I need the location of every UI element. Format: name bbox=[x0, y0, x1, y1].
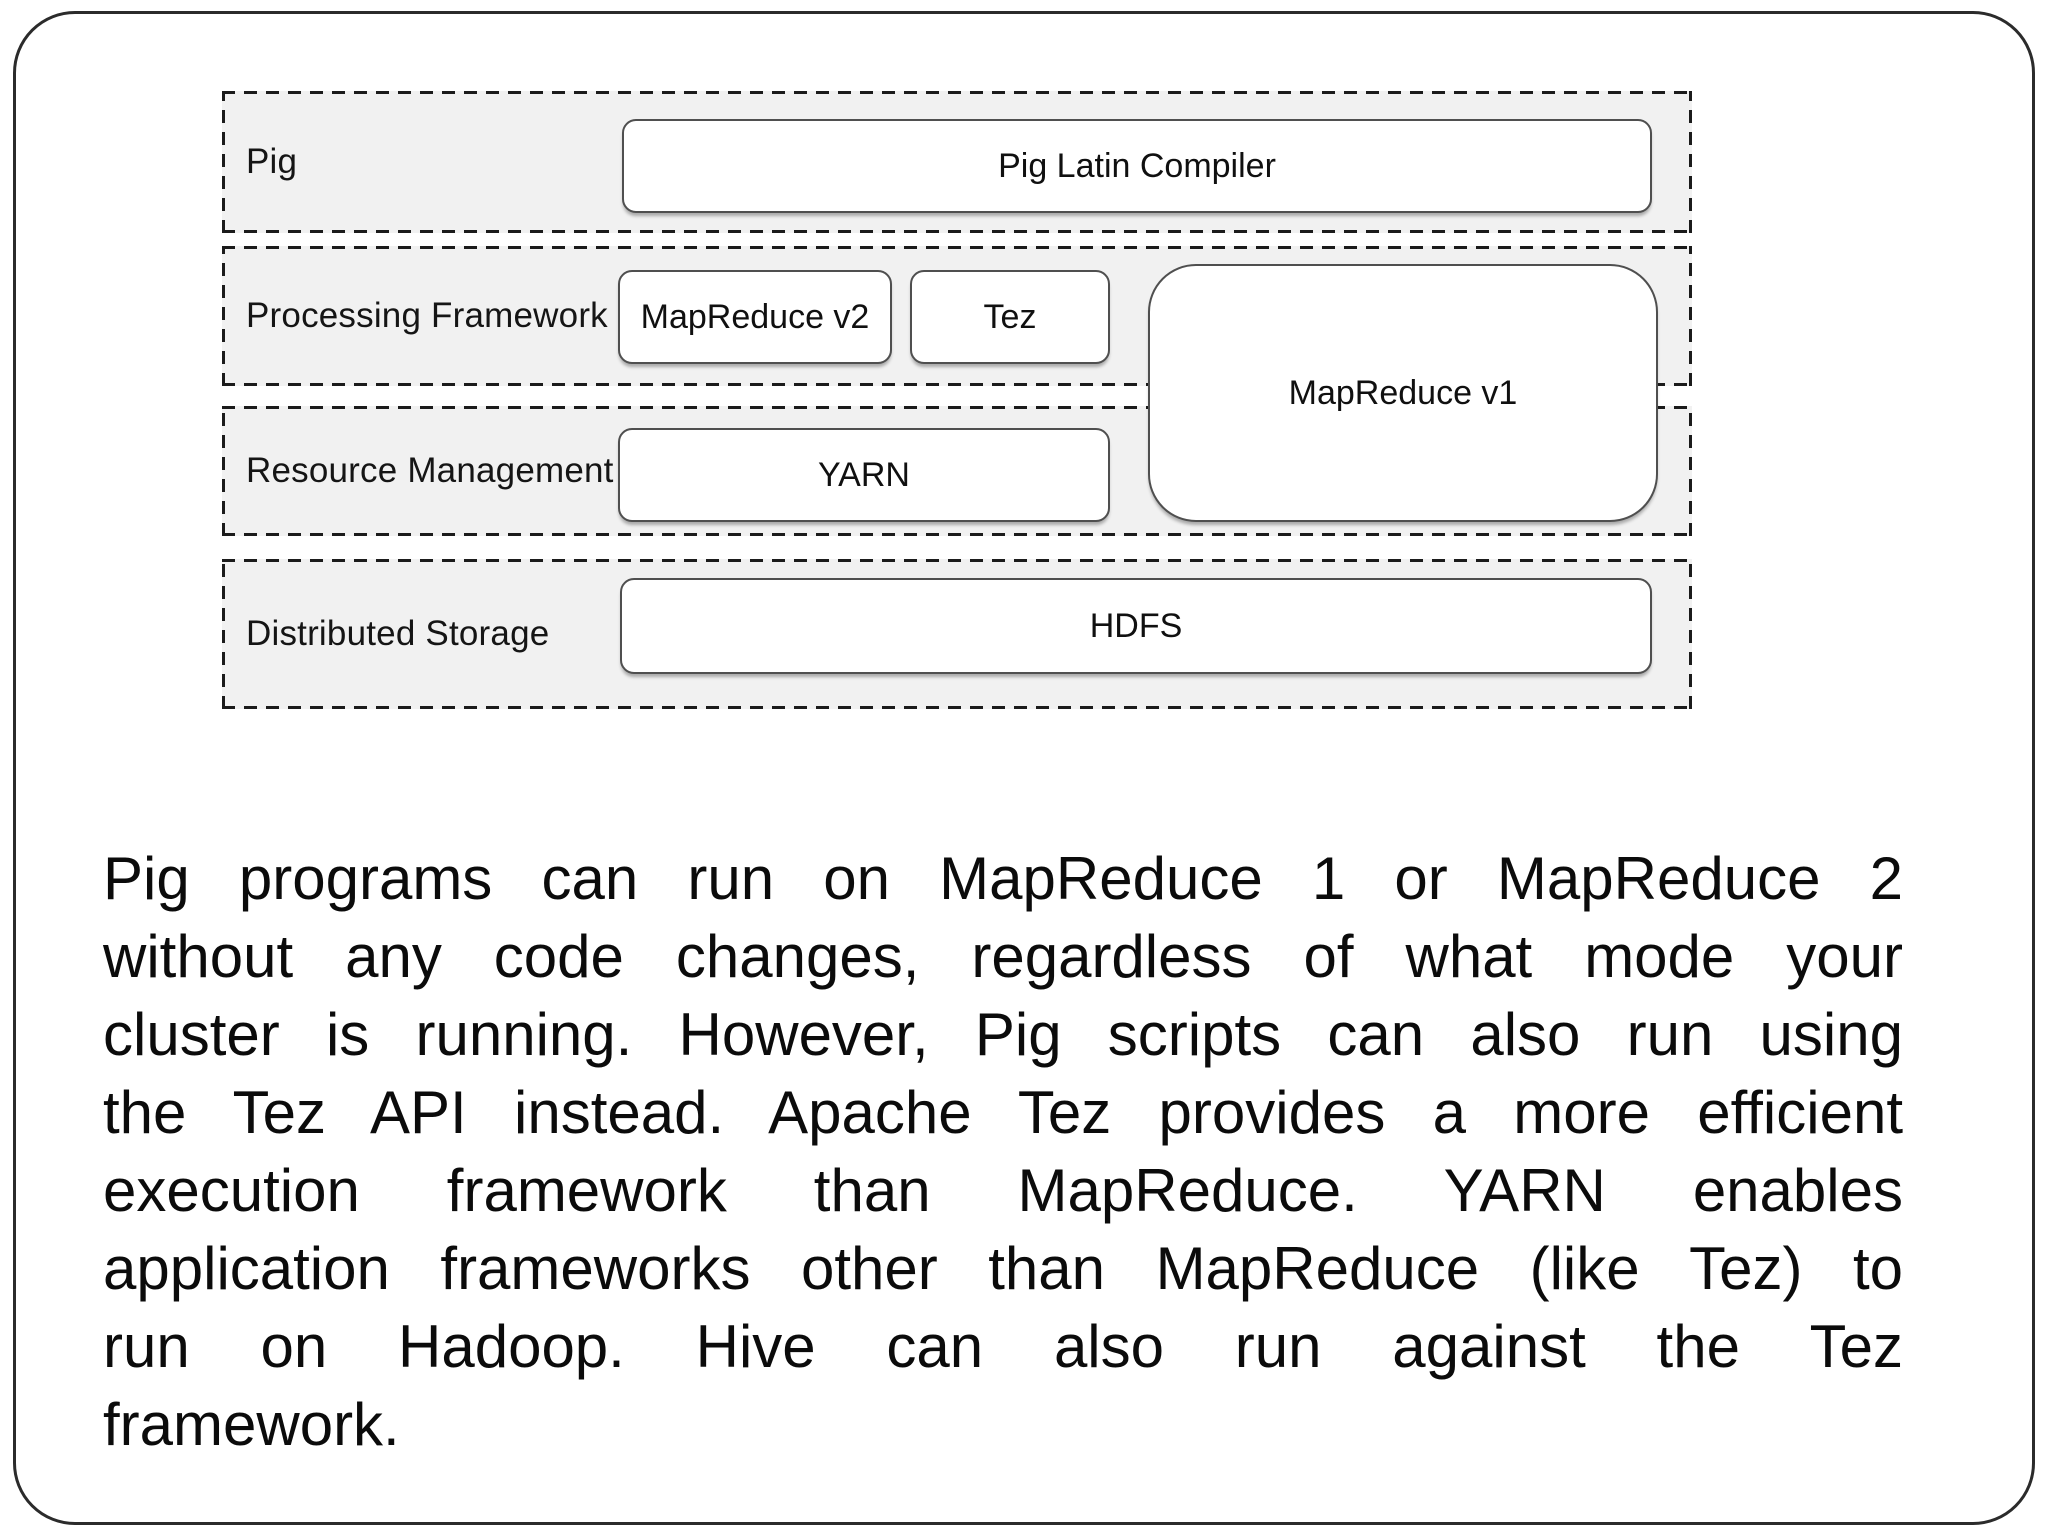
diagram-row-distributed-storage: Distributed Storage HDFS bbox=[222, 559, 1692, 709]
paragraph-line: without any code changes, regardless of … bbox=[103, 923, 1903, 990]
row-label-processing-framework: Processing Framework bbox=[246, 296, 608, 335]
box-label-hdfs: HDFS bbox=[1089, 606, 1183, 645]
diagram-row-processing-framework: Processing Framework MapReduce v2 Tez bbox=[222, 246, 1692, 386]
diagram-row-pig: Pig Pig Latin Compiler bbox=[222, 91, 1692, 233]
description-paragraph: Pig programs can run on MapReduce 1 or M… bbox=[103, 840, 1903, 1464]
box-mapreduce-v1: MapReduce v1 bbox=[1148, 264, 1658, 522]
paragraph-line: execution framework than MapReduce. YARN… bbox=[103, 1157, 1903, 1224]
box-tez: Tez bbox=[910, 270, 1110, 364]
paragraph-line: application frameworks other than MapRed… bbox=[103, 1235, 1903, 1302]
box-mapreduce-v2: MapReduce v2 bbox=[618, 270, 892, 364]
slide-frame bbox=[13, 11, 2035, 1525]
box-label-mapreduce-v2: MapReduce v2 bbox=[640, 297, 870, 336]
row-label-distributed-storage: Distributed Storage bbox=[246, 614, 550, 653]
box-hdfs: HDFS bbox=[620, 578, 1652, 674]
box-label-mapreduce-v1: MapReduce v1 bbox=[1288, 373, 1518, 412]
paragraph-line: run on Hadoop. Hive can also run against… bbox=[103, 1313, 1903, 1380]
paragraph-line: cluster is running. However, Pig scripts… bbox=[103, 1001, 1903, 1068]
box-label-tez: Tez bbox=[983, 297, 1037, 336]
paragraph-line: framework. bbox=[103, 1391, 400, 1458]
row-label-resource-management: Resource Management bbox=[246, 451, 614, 490]
box-pig-latin-compiler: Pig Latin Compiler bbox=[622, 119, 1652, 213]
box-label-pig-latin-compiler: Pig Latin Compiler bbox=[998, 146, 1276, 185]
row-label-pig: Pig bbox=[246, 142, 298, 181]
architecture-diagram: Pig Pig Latin Compiler Processing Framew… bbox=[222, 91, 1692, 709]
paragraph-line: Pig programs can run on MapReduce 1 or M… bbox=[103, 845, 1903, 912]
box-yarn: YARN bbox=[618, 428, 1110, 522]
paragraph-line: the Tez API instead. Apache Tez provides… bbox=[103, 1079, 1903, 1146]
box-label-yarn: YARN bbox=[818, 455, 910, 494]
